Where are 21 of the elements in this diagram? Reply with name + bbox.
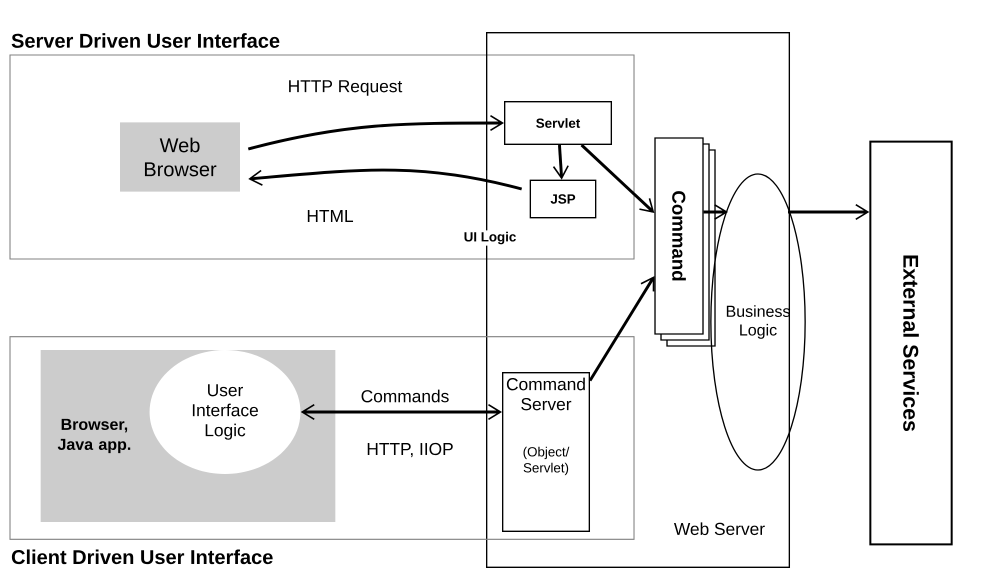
- heading: Server Driven User Interface: [12, 33, 280, 48]
- heading: Client Driven User Interface: [12, 549, 273, 564]
- browser-box: Web Browser: [120, 122, 240, 192]
- edge-label: Commands: [359, 388, 451, 404]
- component-box: Servlet: [504, 101, 612, 145]
- arrow: [704, 204, 728, 220]
- edge-label: HTTP Request: [286, 78, 404, 98]
- arrow: [580, 144, 654, 213]
- command-stack: Command: [654, 137, 716, 347]
- arrow: [248, 168, 522, 190]
- server-box: Command Server (Object/ Servlet): [502, 372, 590, 532]
- text-label: UI Logic: [462, 230, 518, 246]
- services-box: External Services: [869, 140, 953, 546]
- arrow: [552, 144, 569, 180]
- text-label: HTTP, IIOP: [365, 442, 455, 458]
- component-box: JSP: [530, 180, 596, 218]
- edge-label: HTML: [305, 208, 355, 224]
- arrow: [248, 114, 504, 150]
- arrow: [788, 204, 870, 220]
- arrow: [300, 404, 502, 420]
- arrow: [588, 276, 654, 382]
